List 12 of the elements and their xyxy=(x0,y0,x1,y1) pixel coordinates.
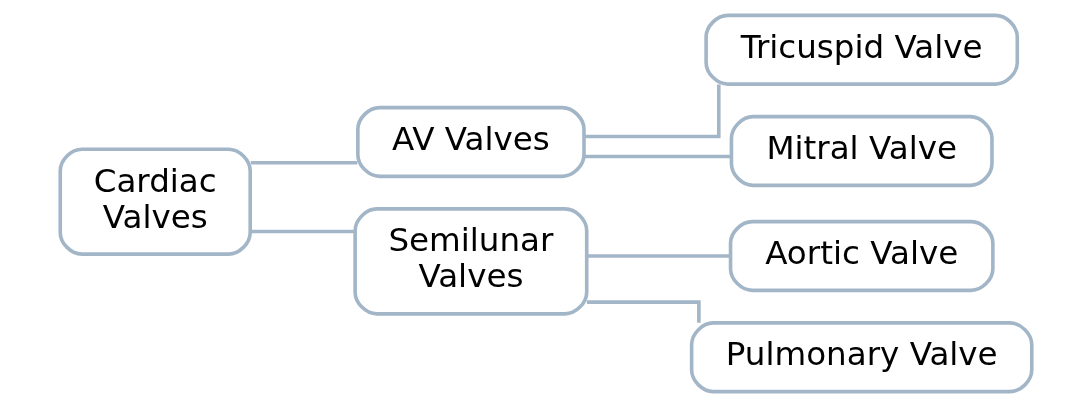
connector xyxy=(587,254,731,258)
connector xyxy=(584,84,721,139)
node-box: AV Valves xyxy=(356,105,586,179)
node-box: Cardiac Valves xyxy=(58,147,252,256)
node-box: Tricuspid Valve xyxy=(704,13,1020,86)
node-box: Mitral Valve xyxy=(729,114,994,188)
connector xyxy=(250,161,358,165)
connector xyxy=(584,154,732,159)
node-box: Pulmonary Valve xyxy=(689,321,1034,394)
connector xyxy=(250,229,356,234)
node-box: Semilunar Valves xyxy=(353,207,589,316)
node-box: Aortic Valve xyxy=(728,219,995,293)
